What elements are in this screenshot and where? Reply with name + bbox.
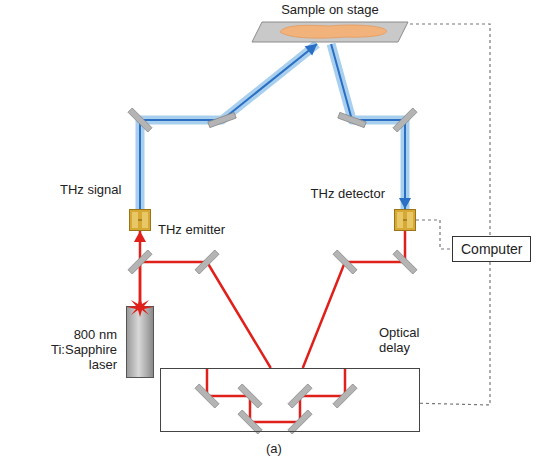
mirror <box>288 410 312 434</box>
node-label: THz detector <box>311 186 385 201</box>
antenna-pattern <box>395 210 415 230</box>
signal-wire <box>420 262 490 405</box>
node-label: THz emitter <box>158 222 225 237</box>
antenna-pad <box>132 212 138 228</box>
arrow-head <box>134 231 146 242</box>
laser-source: 800 nm Ti:Sapphire laser <box>126 306 154 378</box>
node-text: Computer <box>461 241 522 257</box>
beam-label: THz signal <box>60 182 121 197</box>
mirror <box>393 108 417 132</box>
sample-tissue <box>280 25 387 38</box>
optical-delay: Optical delay <box>160 368 420 432</box>
figure-label: (a) <box>266 441 282 456</box>
antenna-gap <box>138 220 142 221</box>
mirror <box>195 384 219 408</box>
arrow-head <box>305 44 317 56</box>
arrow-head <box>399 198 411 209</box>
computer-box: Computer <box>452 236 531 262</box>
laser-star <box>126 297 154 317</box>
beam-line <box>140 262 271 368</box>
node-label: Optical delay <box>379 325 437 355</box>
mirror <box>128 250 152 274</box>
mirror <box>238 384 262 408</box>
wire-line <box>416 220 452 249</box>
mirrors <box>128 108 417 434</box>
signal-wire <box>410 24 490 236</box>
wire-line <box>420 262 490 405</box>
stage-slab <box>250 20 410 44</box>
antenna-pad <box>397 212 403 228</box>
signal-wire <box>416 220 452 249</box>
mirror <box>195 250 219 274</box>
thz-emitter: THz emitter <box>129 209 151 231</box>
mirror <box>128 108 152 132</box>
mirror <box>338 112 366 127</box>
laser-burst <box>127 297 153 317</box>
sample-stage: Sample on stage <box>250 4 410 44</box>
mirror <box>208 112 236 127</box>
thz-beam <box>140 44 317 209</box>
mirror <box>288 384 312 408</box>
delay-beam <box>207 368 345 422</box>
mirror <box>333 250 357 274</box>
antenna-pad <box>142 212 148 228</box>
antenna-pattern <box>130 210 150 230</box>
mirror <box>333 384 357 408</box>
wire-line <box>410 24 490 236</box>
beam-line <box>140 44 317 209</box>
stage-plate <box>252 22 408 42</box>
node-text: Sample on stage <box>250 2 410 17</box>
antenna-pad <box>407 212 413 228</box>
mirror <box>393 250 417 274</box>
antenna-gap <box>403 220 407 221</box>
laser-beam <box>140 262 271 368</box>
node-label: 800 nm Ti:Sapphire laser <box>33 327 117 372</box>
mirror <box>238 410 262 434</box>
beam-band <box>140 44 317 209</box>
thz-detector: THz detector <box>394 209 416 231</box>
